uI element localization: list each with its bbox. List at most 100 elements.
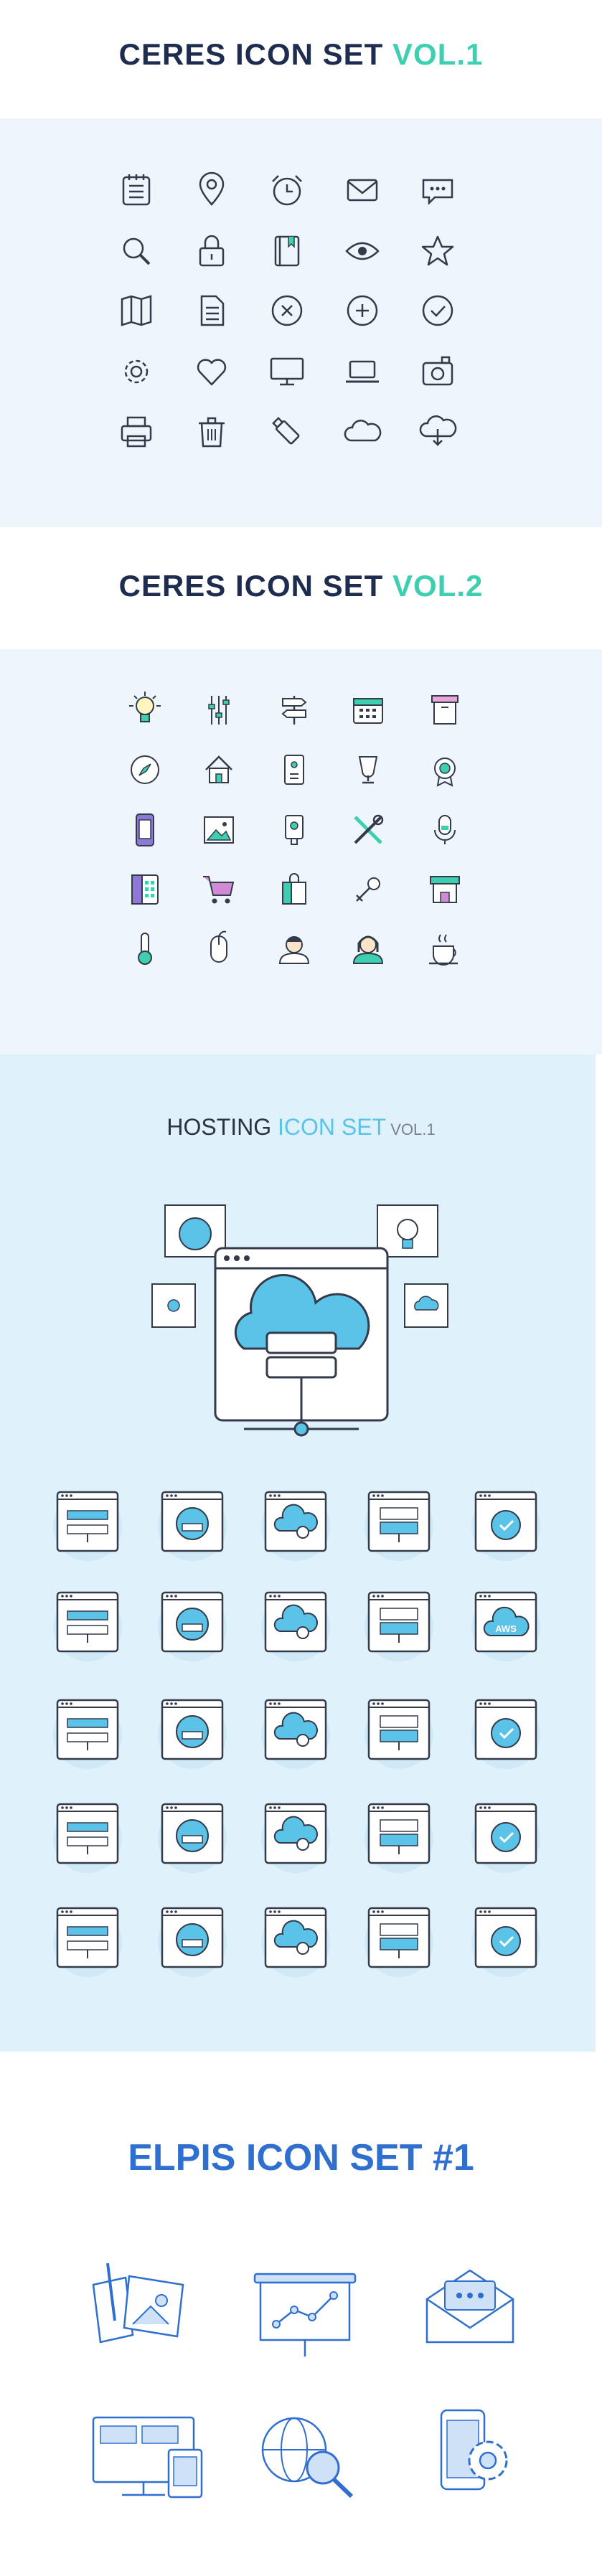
ceres-vol2-title-main: CERES ICON SET (118, 569, 393, 603)
sliders-window-icon (53, 1491, 122, 1561)
server-stack-window-icon (365, 1699, 433, 1769)
hero-globe-window-icon (164, 1204, 226, 1258)
woman-avatar-icon (352, 935, 384, 964)
lock-icon (199, 235, 225, 267)
shopping-bag-icon (282, 873, 306, 905)
check-circle-icon (422, 295, 453, 326)
check-window-icon (471, 1491, 540, 1561)
folded-map-icon (121, 295, 152, 326)
ceres-vol1-title-main: CERES ICON SET (118, 37, 393, 71)
calculator-icon (131, 874, 159, 905)
ceres-vol1-title-accent: VOL.1 (392, 37, 484, 71)
compass-icon (131, 755, 159, 784)
cloud-upload-window-icon (471, 1803, 540, 1873)
archive-box-icon (431, 695, 458, 725)
sliders-icon (208, 696, 230, 725)
mail-icon (347, 179, 378, 202)
close-circle-icon (271, 295, 303, 326)
mobile-settings-icon (440, 2409, 508, 2491)
ceres-vol2-title-accent: VOL.2 (392, 569, 484, 603)
star-icon (421, 235, 454, 266)
printer-icon (121, 416, 152, 448)
globe-window-icon (158, 1699, 227, 1769)
lightbulb-icon (129, 692, 161, 722)
trophy-cup-icon (358, 756, 378, 784)
ceres-vol1-icon-grid (121, 171, 457, 448)
hero-cloud-network-window-icon (404, 1283, 448, 1328)
aws-label: AWS (495, 1623, 517, 1634)
cloud-icon (344, 420, 382, 442)
global-search-icon (261, 2417, 354, 2499)
responsive-devices-icon (92, 2416, 203, 2499)
hosting-title-main: HOSTING (166, 1114, 278, 1140)
house-icon (205, 755, 232, 783)
map-pin-icon (199, 171, 225, 206)
hosting-icon-grid: AWS (53, 1491, 540, 1977)
trash-icon (199, 417, 225, 448)
lightning-server-window-icon (53, 1591, 122, 1661)
eye-icon (345, 242, 380, 260)
notepad-icon (122, 174, 151, 206)
hero-location-window-icon (151, 1283, 196, 1328)
thermometer-icon (138, 933, 152, 965)
alarm-clock-icon (272, 175, 302, 206)
chat-bubble-icon (422, 179, 453, 206)
coffee-cup-icon (429, 934, 458, 966)
shop-icon (430, 876, 460, 903)
gears-server-window-icon (365, 1491, 433, 1561)
trophy-window-icon (261, 1907, 330, 1977)
laptop-icon (346, 360, 379, 383)
refresh-window-icon (471, 1699, 540, 1769)
cloud-server-window-icon (158, 1491, 227, 1561)
usb-stick-icon (272, 417, 300, 445)
hero-network-bar (244, 1421, 359, 1437)
lightbulb-window-icon (158, 1907, 227, 1977)
document-icon (200, 295, 225, 326)
sitemap-window-icon (365, 1591, 433, 1661)
heart-icon (197, 359, 227, 386)
man-avatar-icon (278, 936, 310, 964)
lock-window-icon (261, 1591, 330, 1661)
cloud-download-icon (419, 415, 457, 446)
signpost-icon (281, 696, 307, 725)
ceres-vol1-band (0, 118, 602, 527)
speedometer-window-icon (158, 1803, 227, 1873)
picture-icon (204, 816, 234, 844)
magnifier-icon (123, 237, 151, 265)
plus-circle-icon (347, 295, 378, 326)
bug-window-icon (53, 1907, 122, 1977)
cloud-download-window-icon (471, 1907, 540, 1977)
id-card-icon (284, 755, 304, 785)
shopping-cart-icon (203, 876, 235, 904)
location-window-icon (53, 1699, 122, 1769)
hosting-title-vol: VOL.1 (386, 1120, 436, 1138)
medal-icon (434, 758, 456, 787)
book-icon (274, 235, 300, 267)
id-badge-icon (285, 815, 304, 845)
ceres-vol2-icon-grid (129, 692, 460, 966)
calendar-icon (353, 698, 383, 724)
artwork-brush-icon (92, 2263, 184, 2344)
ceres-vol1-title: CERES ICON SET VOL.1 (0, 37, 602, 72)
gear-icon (124, 359, 149, 384)
tools-icon (354, 814, 384, 844)
timer-window-icon (365, 1803, 433, 1873)
mouse-icon (210, 930, 227, 963)
aws-cloud-window-icon: AWS (471, 1591, 540, 1661)
documents-window-icon (158, 1591, 227, 1661)
lightning-windows-icon (53, 1803, 122, 1873)
hero-lightbulb-window-icon (377, 1204, 438, 1258)
mobile-phone-icon (136, 813, 154, 846)
envelope-message-icon (425, 2269, 514, 2344)
rocket-window-icon (261, 1699, 330, 1769)
chat-window-icon (365, 1907, 433, 1977)
hosting-title: HOSTING ICON SET VOL.1 (0, 1114, 602, 1141)
hosting-title-accent: ICON SET (278, 1114, 387, 1140)
cloud-server-hero-icon (151, 1204, 448, 1437)
presentation-chart-icon (253, 2273, 357, 2356)
monitor-icon (270, 357, 304, 386)
ceres-vol2-title: CERES ICON SET VOL.2 (0, 569, 602, 603)
key-icon (356, 877, 380, 902)
hero-main-window (214, 1247, 389, 1429)
